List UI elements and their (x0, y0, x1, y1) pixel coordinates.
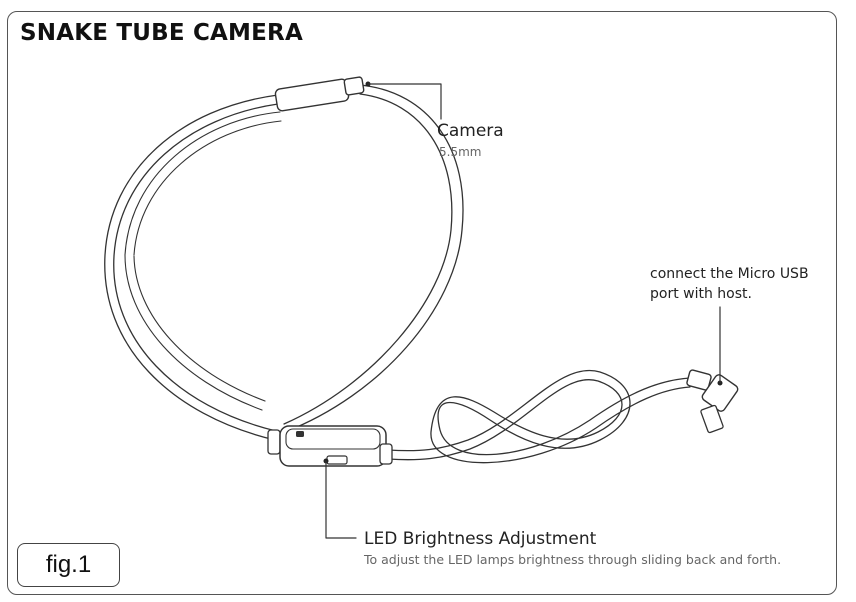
figure-label: fig.1 (45, 551, 92, 578)
camera-label: Camera (437, 121, 504, 141)
diagram-frame (7, 11, 837, 595)
cable-loop (387, 369, 691, 464)
usb-label-line1: connect the Micro USB (650, 266, 809, 282)
cable-coil (104, 84, 464, 441)
figure-label-box: fig.1 (17, 543, 120, 587)
diagram-title: SNAKE TUBE CAMERA (20, 20, 303, 46)
led-controller (267, 425, 393, 467)
led-adjust-label: LED Brightness Adjustment (364, 529, 597, 549)
camera-head (274, 76, 371, 112)
led-leader (325, 460, 357, 539)
usb-label-line2: port with host. (650, 286, 752, 302)
led-slider (326, 455, 348, 465)
micro-usb-connector (686, 369, 739, 434)
camera-size-label: 5.5mm (439, 145, 482, 159)
camera-leader (367, 83, 442, 120)
led-adjust-description: To adjust the LED lamps brightness throu… (364, 552, 782, 567)
